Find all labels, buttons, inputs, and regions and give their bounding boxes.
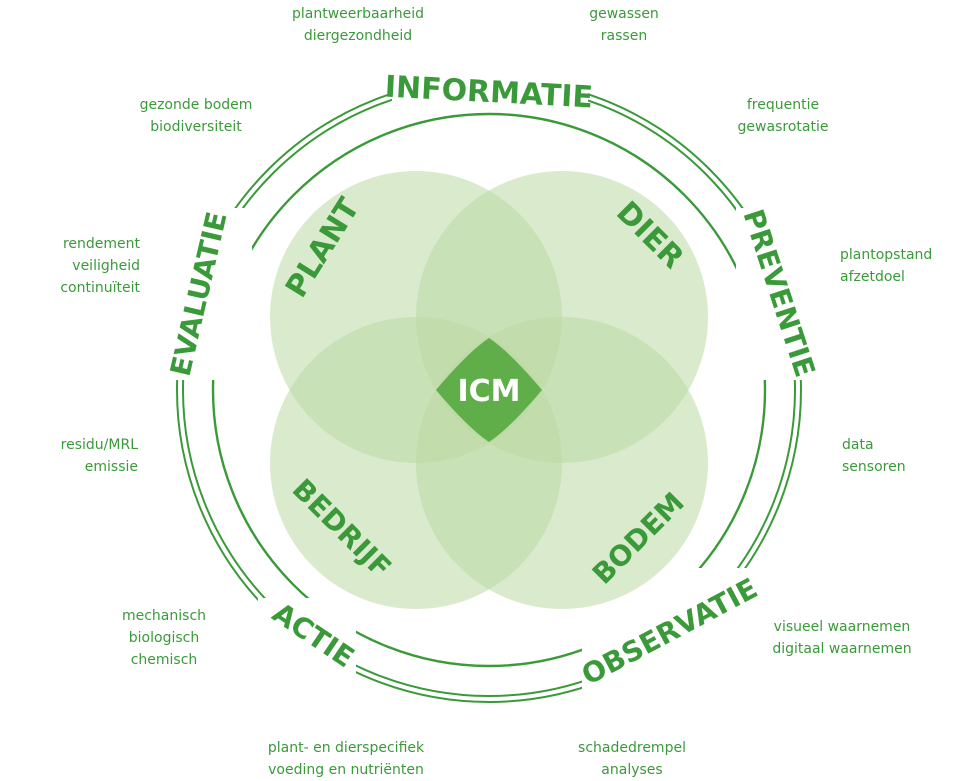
side-label-plantopstand: plantopstand afzetdoel — [840, 247, 933, 285]
side-label-data: data sensoren — [842, 437, 906, 475]
side-label-mechanisch: mechanisch biologisch chemisch — [121, 608, 207, 668]
side-label-gezonde-bodem: gezonde bodem biodiversiteit — [139, 97, 253, 135]
side-label-plantweerbaarheid: plantweerbaarheid diergezondheid — [292, 6, 424, 44]
side-label-schadedrempel: schadedrempel analyses — [578, 740, 686, 778]
side-label-gewassen: gewassen rassen — [589, 6, 659, 44]
side-label-residu: residu/MRL emissie — [60, 437, 138, 475]
side-label-visueel: visueel waarnemen digitaal waarnemen — [772, 619, 912, 657]
icm-center-shape — [436, 338, 542, 442]
side-label-plant-en-dierspecifiek: plant- en dierspecifiek voeding en nutri… — [267, 740, 425, 778]
side-label-frequentie: frequentie gewasrotatie — [737, 97, 829, 135]
side-label-rendement: rendement veiligheid continuïteit — [60, 236, 140, 296]
petal-bodem — [416, 317, 708, 609]
icm-label: ICM — [457, 374, 520, 409]
inner-ring — [211, 112, 767, 668]
